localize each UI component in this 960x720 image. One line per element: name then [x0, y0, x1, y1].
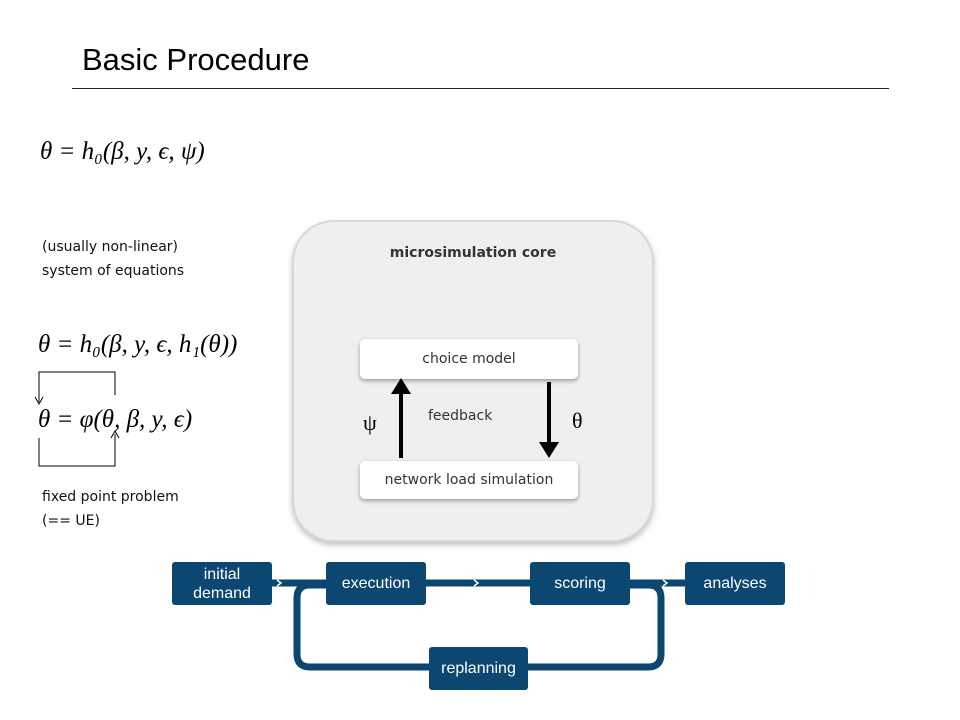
replanning-stage: replanning — [429, 647, 528, 690]
pipeline-chevrons — [276, 579, 669, 587]
equation-h0-h1: θ = h₀(β, y, ϵ, h₁(θ)) — [38, 331, 238, 358]
note-nonlinear-line2: system of equations — [42, 263, 185, 279]
arrow-down-theta — [539, 382, 559, 458]
initial-demand-line2: demand — [193, 584, 251, 602]
core-title: microsimulation core — [389, 245, 557, 261]
note-fixed-line2: (== UE) — [42, 513, 100, 529]
note-nonlinear: (usually non-linear) system of equations — [42, 235, 184, 283]
note-nonlinear-line1: (usually non-linear) — [42, 239, 179, 255]
initial-demand-line1: initial — [203, 565, 241, 583]
fixed-point-bracket — [34, 371, 120, 467]
note-fixed-point: fixed point problem (== UE) — [42, 485, 179, 533]
title-divider — [72, 88, 889, 89]
choice-model-box: choice model — [360, 339, 578, 379]
slide-title: Basic Procedure — [82, 42, 310, 77]
initial-demand-stage: initial demand — [172, 562, 272, 605]
feedback-label: feedback — [428, 408, 493, 424]
execution-stage: execution — [326, 562, 426, 605]
analyses-stage: analyses — [685, 562, 785, 605]
arrow-up-psi — [391, 378, 411, 458]
equation-fixed-point: θ = φ(θ, β, y, ϵ) — [38, 406, 193, 433]
scoring-stage: scoring — [530, 562, 630, 605]
note-fixed-line1: fixed point problem — [42, 489, 179, 505]
network-load-simulation-box: network load simulation — [360, 461, 578, 499]
psi-symbol: ψ — [363, 410, 377, 435]
theta-symbol: θ — [572, 408, 583, 433]
equation-h0-psi: θ = h₀(β, y, ϵ, ψ) — [40, 138, 205, 165]
